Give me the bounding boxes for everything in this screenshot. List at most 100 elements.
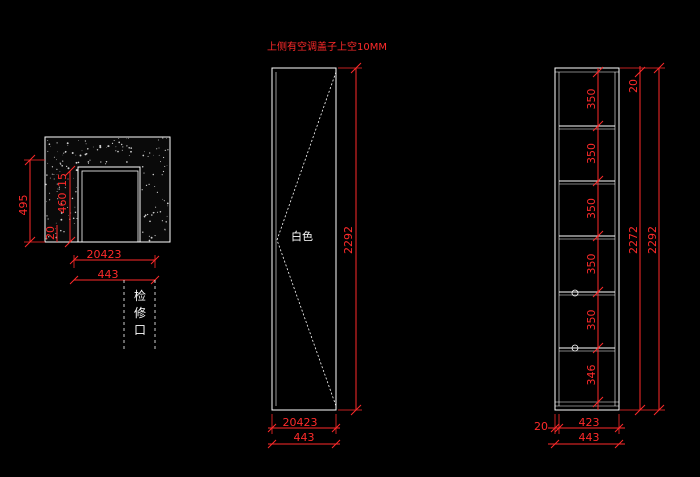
texture-speck <box>144 151 145 153</box>
texture-speck <box>154 211 155 213</box>
texture-speck <box>45 183 47 186</box>
texture-speck <box>130 150 132 153</box>
texture-speck <box>148 183 150 186</box>
texture-speck <box>152 173 155 176</box>
texture-speck <box>162 170 165 173</box>
shelf-spacing-label: 350 <box>585 89 598 110</box>
surround-texture <box>45 137 169 242</box>
shelf-spacing-label: 350 <box>585 198 598 219</box>
texture-speck <box>156 191 158 193</box>
plan-dim-bottom: 20 <box>44 226 57 240</box>
texture-speck <box>166 138 167 139</box>
texture-speck <box>154 186 156 187</box>
dim-tick <box>592 230 604 242</box>
plan-opening <box>77 166 141 243</box>
texture-speck <box>57 188 58 190</box>
texture-speck <box>55 228 56 230</box>
texture-speck <box>73 177 74 179</box>
texture-speck <box>115 146 117 148</box>
texture-speck <box>156 211 159 213</box>
texture-speck <box>84 140 87 142</box>
texture-speck <box>148 239 151 242</box>
dim-tick <box>592 396 604 408</box>
texture-speck <box>59 162 61 164</box>
texture-speck <box>77 161 80 164</box>
texture-speck <box>56 191 58 192</box>
texture-speck <box>65 165 68 168</box>
texture-speck <box>57 151 58 153</box>
texture-speck <box>71 197 74 200</box>
texture-speck <box>166 164 168 166</box>
texture-speck <box>51 166 54 168</box>
texture-speck <box>128 154 130 156</box>
texture-speck <box>71 152 74 154</box>
dim-tick <box>592 120 604 132</box>
texture-speck <box>87 161 90 163</box>
texture-speck <box>122 146 124 148</box>
texture-speck <box>53 178 55 180</box>
texture-speck <box>167 205 169 207</box>
texture-speck <box>57 198 59 200</box>
shelf-spacing-label: 350 <box>585 254 598 275</box>
texture-speck <box>73 223 75 224</box>
texture-speck <box>53 156 55 158</box>
texture-speck <box>62 160 64 162</box>
plan-dim-width-total: 443 <box>98 268 119 281</box>
texture-speck <box>48 236 50 238</box>
texture-speck <box>99 145 102 148</box>
texture-speck <box>126 138 127 140</box>
texture-speck <box>146 213 149 216</box>
texture-speck <box>92 146 94 148</box>
texture-speck <box>118 141 121 144</box>
texture-speck <box>105 160 108 163</box>
texture-speck <box>164 149 166 152</box>
texture-speck <box>48 199 51 201</box>
texture-speck <box>149 152 151 154</box>
texture-speck <box>118 137 120 139</box>
texture-speck <box>162 137 164 139</box>
texture-speck <box>163 156 165 159</box>
texture-speck <box>61 164 64 167</box>
texture-speck <box>105 163 107 165</box>
texture-speck <box>128 146 131 149</box>
texture-speck <box>152 211 155 214</box>
shelf-spacing-label: 346 <box>585 365 598 386</box>
texture-speck <box>58 186 60 188</box>
texture-speck <box>55 232 57 234</box>
texture-speck <box>96 149 99 151</box>
note-title: 上侧有空调盖子上空10MM <box>267 40 387 53</box>
texture-speck <box>74 206 76 208</box>
front-dim-width-parts: 20423 <box>283 416 318 429</box>
texture-speck <box>126 145 128 147</box>
access-label-2: 修 <box>134 305 146 320</box>
plan-dim-top-gap: 15 <box>56 173 69 187</box>
texture-speck <box>67 167 70 170</box>
door-panel <box>271 67 337 411</box>
texture-speck <box>53 174 55 176</box>
texture-speck <box>47 162 49 164</box>
texture-speck <box>143 215 146 218</box>
shelf-dim-width-inner: 423 <box>579 416 600 429</box>
shelf-spacing-label: 350 <box>585 310 598 331</box>
texture-speck <box>85 143 87 145</box>
texture-speck <box>108 145 110 147</box>
shelf-dim-total-height: 2292 <box>646 226 659 254</box>
texture-speck <box>49 177 51 179</box>
texture-speck <box>47 218 49 220</box>
texture-speck <box>58 188 60 190</box>
texture-speck <box>74 211 77 214</box>
cabinet-outline <box>554 67 620 411</box>
texture-speck <box>56 168 58 170</box>
texture-speck <box>117 150 119 153</box>
texture-speck <box>51 173 53 175</box>
texture-speck <box>75 169 78 172</box>
texture-speck <box>50 146 51 147</box>
texture-speck <box>141 189 143 191</box>
shelf-dim-inner-height: 2272 <box>627 226 640 254</box>
shelf-lines <box>559 125 615 352</box>
texture-speck <box>48 143 51 146</box>
texture-speck <box>148 235 150 237</box>
texture-speck <box>60 212 63 214</box>
texture-speck <box>141 165 144 168</box>
